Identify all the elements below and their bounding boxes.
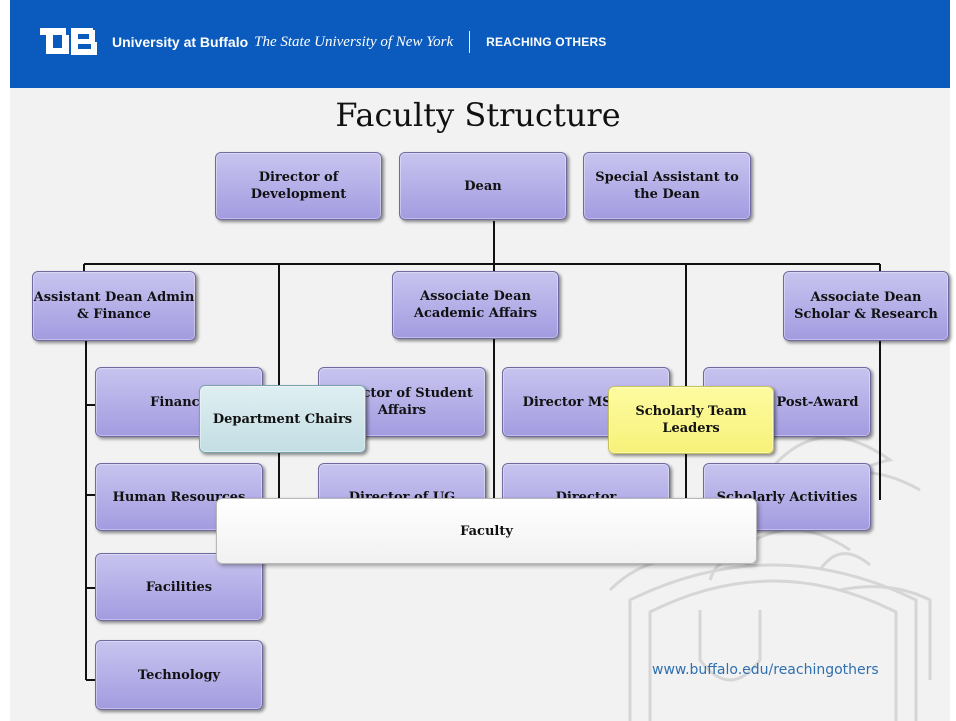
header-separator [469, 31, 471, 53]
box-scholarly-team-leaders: Scholarly Team Leaders [608, 386, 774, 454]
university-subtitle: The State University of New York [254, 33, 454, 50]
slide-frame-left [0, 0, 10, 721]
box-label: Finance [150, 394, 208, 410]
box-label: Associate Dean Scholar & Research [794, 290, 938, 322]
box-special-assistant: Special Assistant to the Dean [583, 152, 751, 220]
box-dean: Dean [399, 152, 567, 220]
box-label: Human Resources [112, 489, 246, 505]
footer-url[interactable]: www.buffalo.edu/reachingothers [652, 662, 879, 678]
ub-logo-icon [40, 28, 97, 55]
box-assistant-dean-admin: Assistant Dean Admin & Finance [32, 271, 196, 341]
box-associate-dean-academic: Associate Dean Academic Affairs [392, 271, 559, 339]
box-label: Director of Student Affairs [331, 386, 473, 418]
box-faculty: Faculty [216, 498, 757, 564]
slide-title: Faculty Structure [335, 96, 621, 134]
box-label: Facilities [145, 579, 213, 595]
box-label: Scholarly Team Leaders [635, 404, 747, 436]
box-human-resources: Human Resources [95, 463, 263, 531]
header-bar: University at Buffalo The State Universi… [10, 0, 950, 88]
box-director-of-development: Director of Development [215, 152, 382, 220]
box-label: Technology [137, 667, 221, 683]
box-label: Special Assistant to the Dean [595, 170, 739, 202]
box-label: Dean [464, 178, 502, 194]
box-facilities: Facilities [95, 553, 263, 621]
box-department-chairs: Department Chairs [199, 385, 366, 453]
box-technology: Technology [95, 640, 263, 710]
box-label: Assistant Dean Admin & Finance [33, 290, 195, 322]
university-name: University at Buffalo [112, 34, 249, 50]
slide-frame-right [950, 0, 956, 721]
box-label: Department Chairs [212, 411, 353, 427]
box-label: Faculty [460, 523, 513, 539]
box-label: Associate Dean Academic Affairs [413, 289, 538, 321]
box-label: Director of Development [250, 170, 347, 202]
box-associate-dean-scholar: Associate Dean Scholar & Research [783, 271, 949, 341]
header-tagline: REACHING OTHERS [486, 35, 607, 49]
